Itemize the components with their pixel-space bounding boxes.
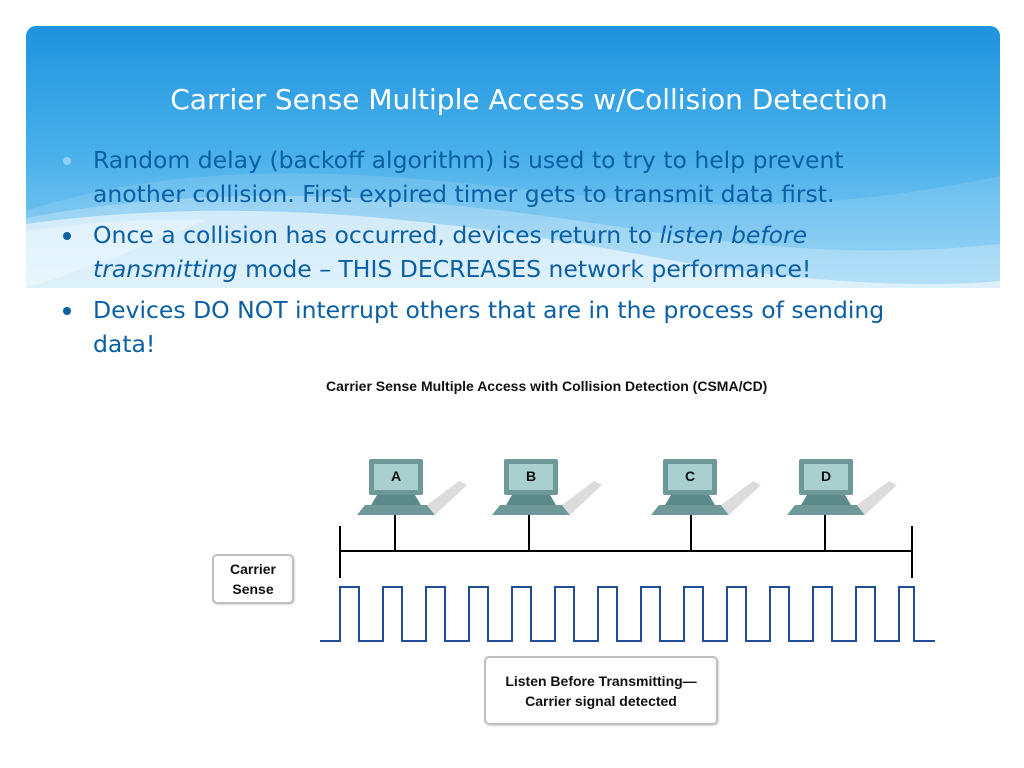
computer-label: D <box>821 468 831 484</box>
listen-before-transmitting-callout: Listen Before Transmitting—Carrier signa… <box>484 656 718 725</box>
bullet-dot-icon <box>63 307 71 315</box>
computer-label: B <box>526 468 536 484</box>
bullet-item: Devices DO NOT interrupt others that are… <box>60 293 920 361</box>
title-banner <box>26 26 1000 288</box>
network-bus <box>339 515 913 578</box>
bullet-text-prefix: Once a collision has occurred, devices r… <box>93 221 660 249</box>
bullet-item: Once a collision has occurred, devices r… <box>60 218 920 286</box>
bullet-dot-icon <box>63 232 71 240</box>
bullet-text-emphasis: listen before transmitting <box>93 221 808 283</box>
carrier-sense-label: Carrier Sense <box>212 554 294 604</box>
bullet-dot-icon <box>63 157 71 165</box>
figure-title: Carrier Sense Multiple Access with Colli… <box>326 378 768 394</box>
bullet-text: Devices DO NOT interrupt others that are… <box>93 296 885 358</box>
bullet-text: Random delay (backoff algorithm) is used… <box>93 146 844 208</box>
bullet-text-suffix: mode – THIS DECREASES network performanc… <box>237 255 812 283</box>
computer-c-icon: C <box>651 459 761 515</box>
carrier-signal-waveform <box>320 586 935 642</box>
slide-title: Carrier Sense Multiple Access w/Collisio… <box>170 83 888 116</box>
computer-a-icon: A <box>357 459 467 515</box>
wave-decoration <box>26 173 1000 288</box>
computer-label: C <box>685 468 695 484</box>
computer-label: A <box>391 468 401 484</box>
computer-d-icon: D <box>787 459 897 515</box>
bullet-item: Random delay (backoff algorithm) is used… <box>60 143 920 211</box>
computer-b-icon: B <box>492 459 602 515</box>
bullet-list: Random delay (backoff algorithm) is used… <box>60 143 920 368</box>
